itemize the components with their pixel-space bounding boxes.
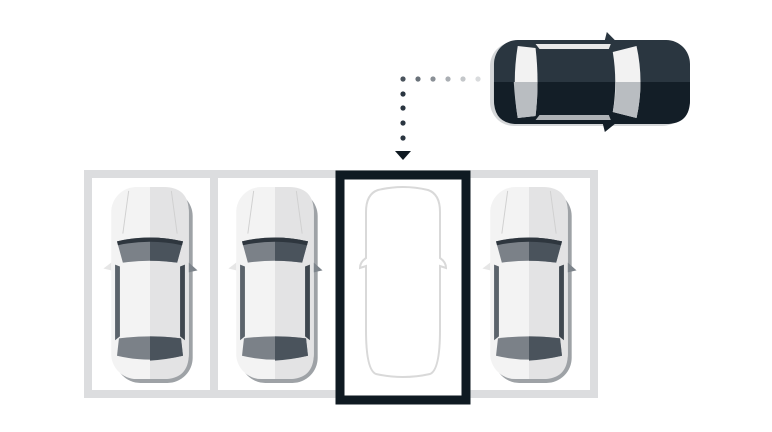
parked-car-2 [227,186,324,384]
path-dots [400,76,481,141]
arrow-down-icon [395,151,411,160]
incoming-car [490,32,690,132]
parked-car-4 [481,186,578,384]
parking-slot-3-target[interactable] [335,170,471,405]
parked-car-1 [102,186,199,384]
empty-car-outline [358,186,448,378]
